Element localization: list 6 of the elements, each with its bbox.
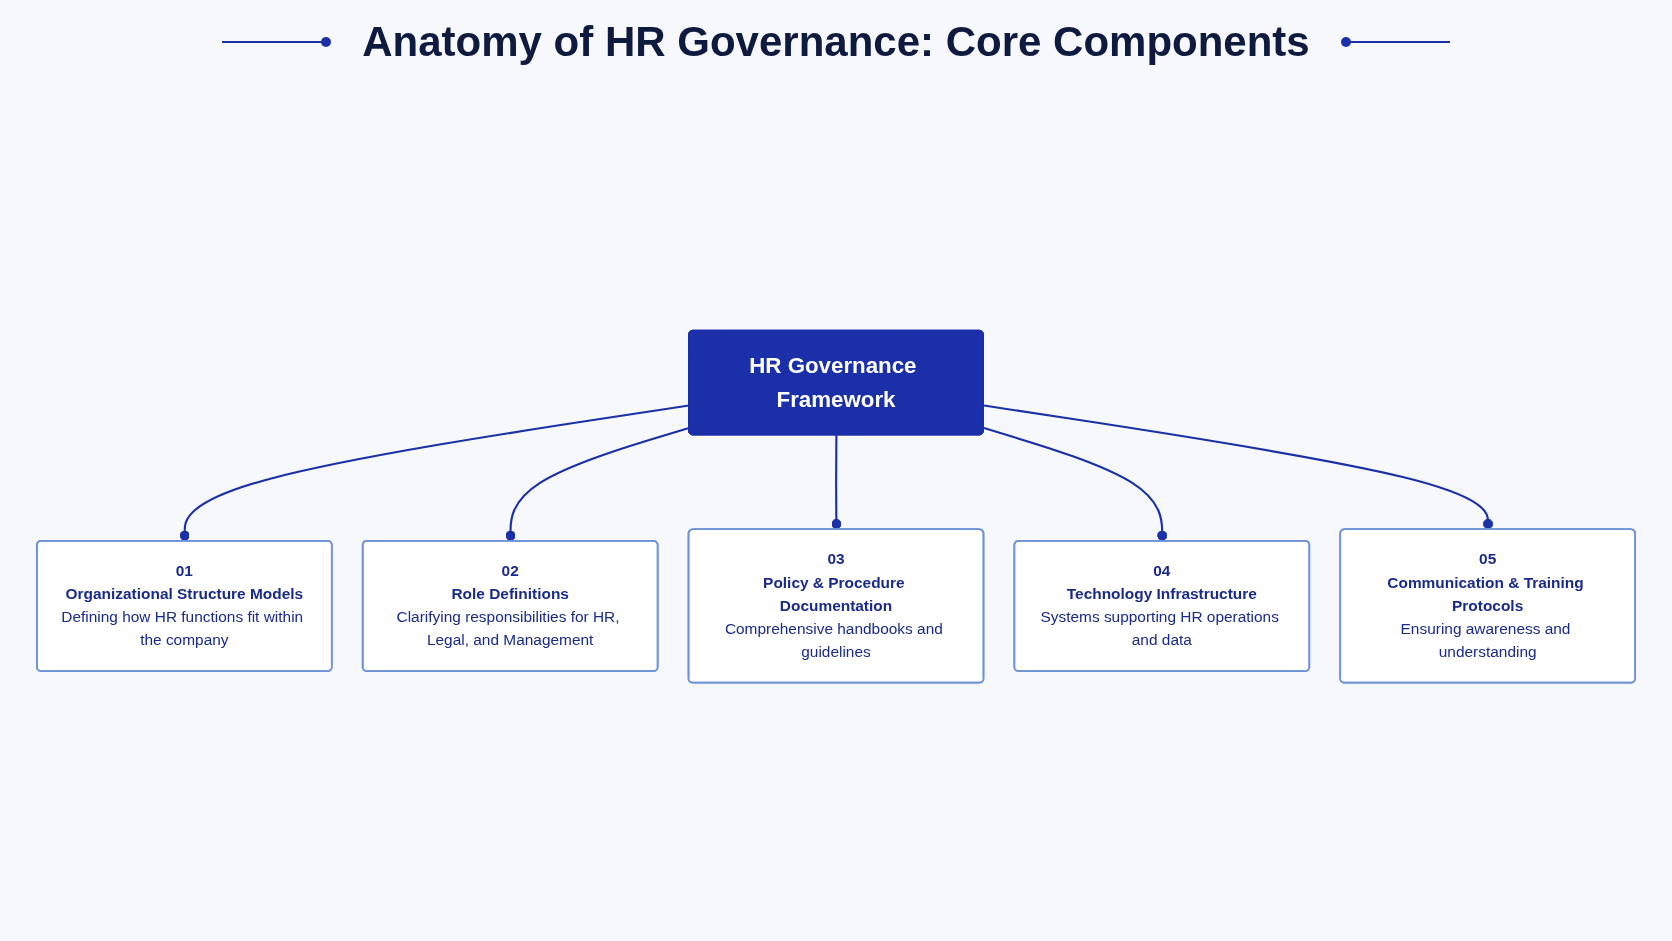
title: Anatomy of HR Governance: Core Components bbox=[362, 18, 1310, 66]
connector bbox=[179, 404, 690, 542]
connector bbox=[983, 404, 1494, 530]
connector bbox=[831, 435, 842, 530]
connector bbox=[505, 427, 690, 542]
connector bbox=[983, 427, 1168, 542]
